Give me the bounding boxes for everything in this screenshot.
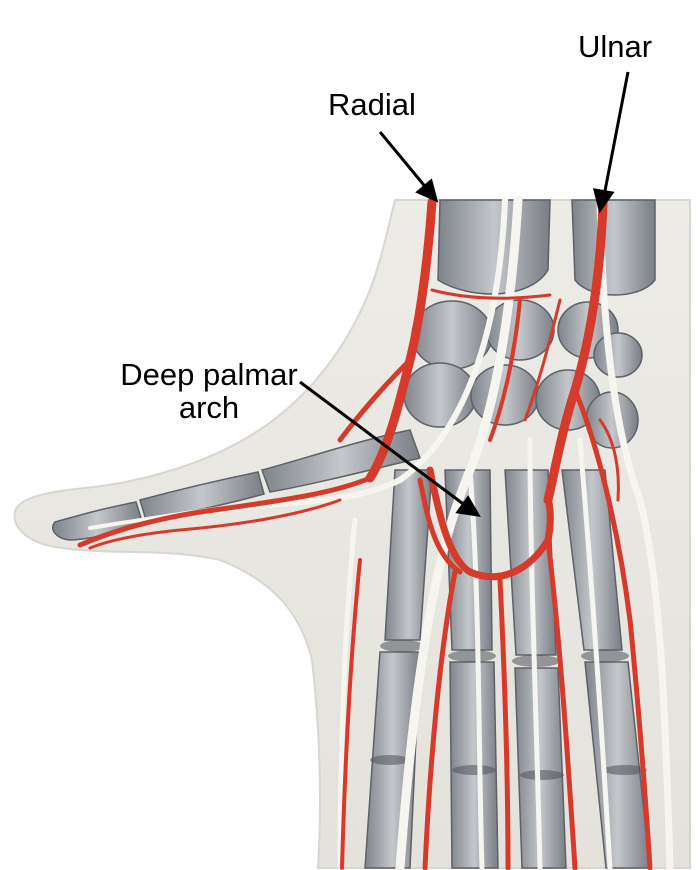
deep-palmar-arch-arrow: [299, 380, 467, 508]
radial-arrowhead: [415, 178, 439, 203]
ulna-bone: [571, 199, 656, 296]
deep-palmar-arch-label-line1: Deep palmar: [120, 357, 298, 392]
deep-palmar-arch-label: Deep palmar arch: [116, 358, 302, 424]
ulnar-arrowhead: [592, 188, 615, 214]
radial-label: Radial: [328, 87, 416, 122]
radius-bone: [437, 199, 551, 295]
ulnar-arrow: [602, 71, 630, 197]
pointer-arrows: [299, 71, 630, 517]
radial-arrow: [378, 131, 430, 191]
deep-palmar-arch-arrowhead: [455, 495, 481, 517]
ulnar-label: Ulnar: [578, 29, 653, 64]
arteries: [77, 197, 653, 870]
deep-palmar-arch-label-line2: arch: [178, 390, 240, 425]
nerves-and-tendons: [88, 195, 674, 870]
thumb-bones: [51, 429, 421, 541]
